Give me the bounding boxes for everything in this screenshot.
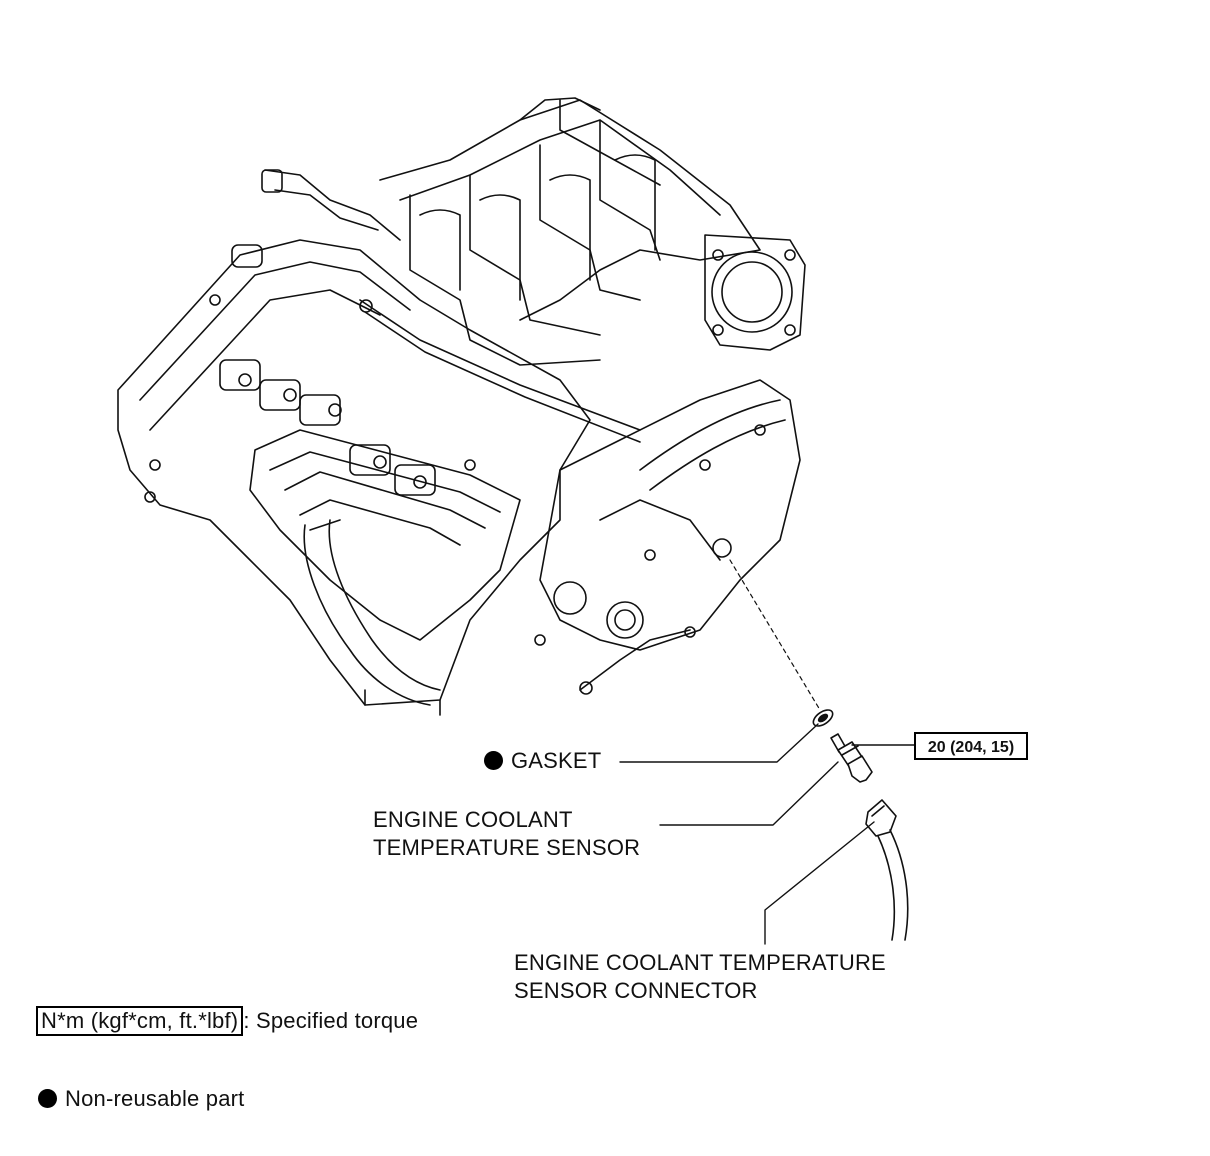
coolant-temperature-sensor — [830, 733, 873, 783]
legend-non-reusable-text: Non-reusable part — [65, 1086, 245, 1111]
non-reusable-marker-icon — [484, 751, 503, 770]
assembly-dashed-line — [729, 559, 821, 711]
sensor-label: ENGINE COOLANT TEMPERATURE SENSOR — [373, 806, 640, 862]
sensor-leader-line — [659, 761, 839, 826]
connector-leader-line — [764, 821, 875, 945]
sensor-connector — [865, 799, 909, 941]
gasket-label: GASKET — [484, 747, 601, 775]
legend-torque-units: N*m (kgf*cm, ft.*lbf) — [36, 1006, 244, 1036]
legend-torque: N*m (kgf*cm, ft.*lbf): Specified torque — [36, 1006, 418, 1036]
non-reusable-legend-icon — [38, 1089, 57, 1108]
legend-torque-desc: : Specified torque — [243, 1008, 419, 1033]
sensor-label-line2: TEMPERATURE SENSOR — [373, 835, 641, 860]
legend-non-reusable: Non-reusable part — [38, 1085, 245, 1113]
gasket-leader-line — [619, 723, 819, 763]
connector-label-line2: SENSOR CONNECTOR — [514, 978, 758, 1003]
torque-spec-box: 20 (204, 15) — [914, 732, 1028, 760]
sensor-label-line1: ENGINE COOLANT — [373, 807, 573, 832]
connector-label-line1: ENGINE COOLANT TEMPERATURE — [514, 950, 886, 975]
gasket-part — [812, 709, 834, 727]
engine-illustration — [117, 97, 806, 716]
connector-label: ENGINE COOLANT TEMPERATURE SENSOR CONNEC… — [514, 949, 886, 1005]
